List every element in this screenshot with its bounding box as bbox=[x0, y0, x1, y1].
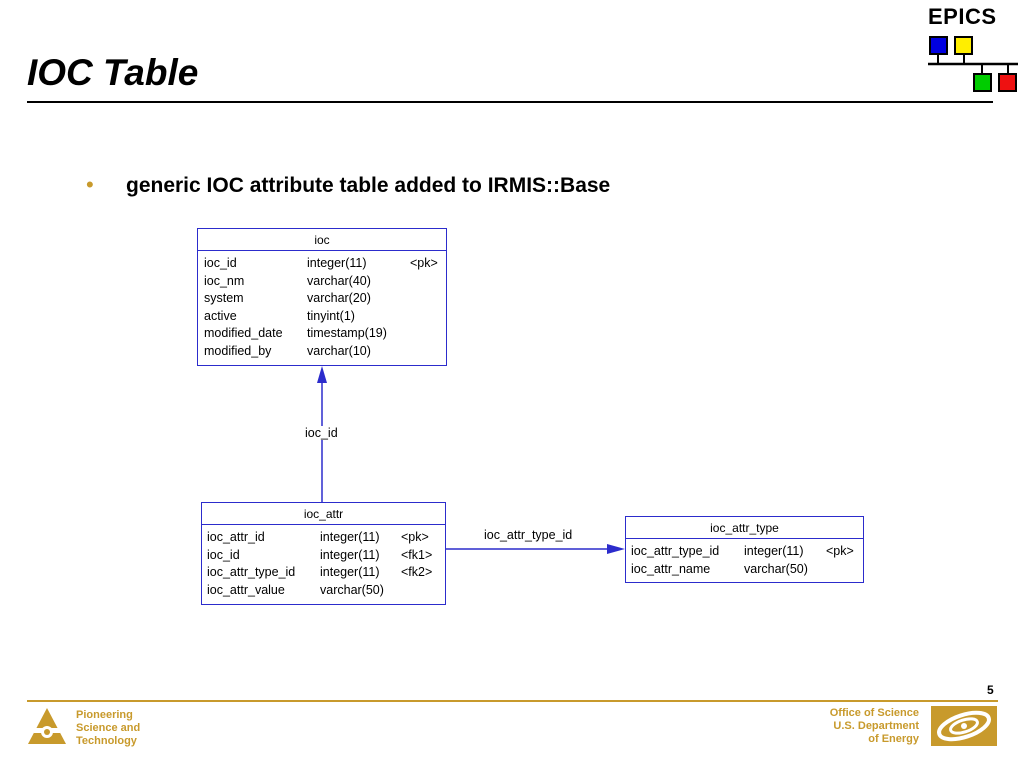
footer-left-text: Pioneering Science and Technology bbox=[76, 709, 141, 747]
table-ioc-attr-header: ioc_attr bbox=[202, 503, 445, 525]
title-rule bbox=[27, 101, 993, 103]
bullet-text: generic IOC attribute table added to IRM… bbox=[126, 174, 611, 197]
relation-label-ioc-id: ioc_id bbox=[303, 426, 340, 440]
slide-title: IOC Table bbox=[27, 52, 199, 93]
epics-logo-icon bbox=[928, 36, 1018, 92]
logo-square-green bbox=[973, 73, 992, 92]
page-number: 5 bbox=[987, 683, 994, 697]
footer-right-text: Office of Science U.S. Department of Ene… bbox=[829, 707, 919, 745]
epics-logo-text: EPICS bbox=[928, 4, 997, 29]
logo-square-red bbox=[998, 73, 1017, 92]
table-ioc-attr-type-header: ioc_attr_type bbox=[626, 517, 863, 539]
table-ioc-header: ioc bbox=[198, 229, 446, 251]
relation-ioc-attr-type-id-arrowhead bbox=[607, 544, 625, 554]
footer-rule bbox=[27, 700, 998, 702]
relation-label-ioc-attr-type-id: ioc_attr_type_id bbox=[484, 528, 573, 542]
argonne-logo-icon bbox=[28, 708, 66, 744]
doe-office-of-science-logo-icon bbox=[931, 706, 997, 746]
bullet-icon: • bbox=[86, 172, 94, 197]
relation-ioc-id-arrowhead bbox=[317, 366, 327, 383]
